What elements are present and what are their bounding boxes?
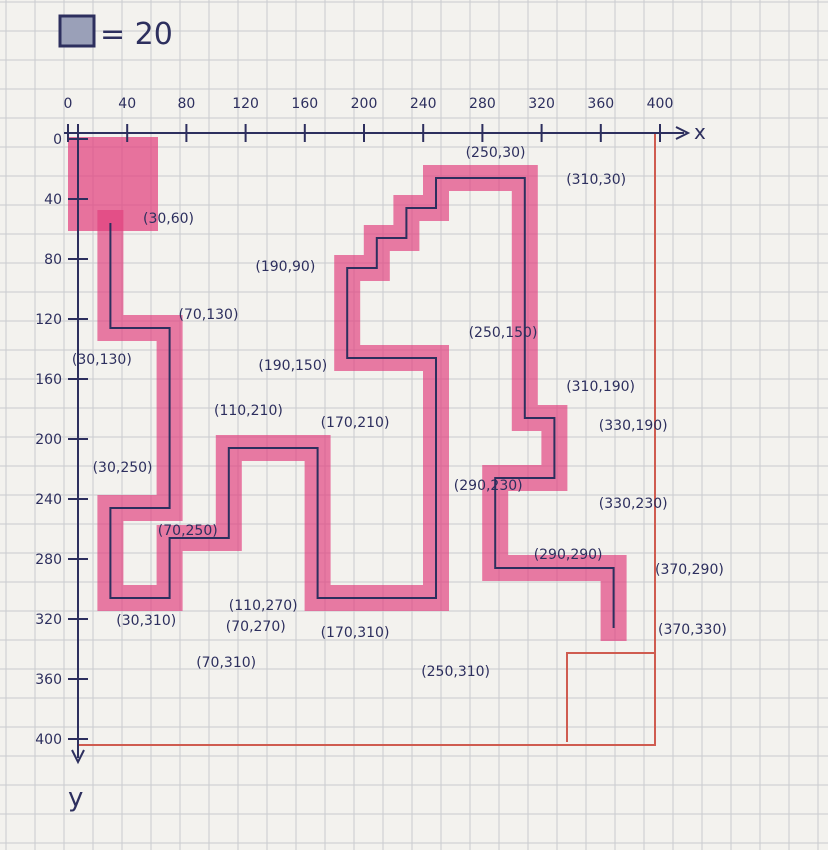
- coordinate-label: (290,290): [534, 547, 603, 563]
- legend-label: = 20: [100, 17, 173, 52]
- coordinate-label: (370,290): [655, 562, 724, 578]
- coordinate-label: (290,230): [454, 478, 523, 494]
- y-tick-label: 160: [35, 372, 62, 388]
- coordinate-label: (370,330): [658, 622, 727, 638]
- y-tick-label: 40: [44, 192, 62, 208]
- y-tick-label: 200: [35, 432, 62, 448]
- x-axis: x 0 40 80 120 160 200 240 280 320 360 400: [64, 96, 706, 144]
- y-tick-label: 80: [44, 252, 62, 268]
- x-tick-label: 240: [410, 96, 437, 112]
- coordinate-label: (250,30): [466, 145, 526, 161]
- coordinate-label: (310,30): [566, 172, 626, 188]
- x-tick-label: 0: [64, 96, 73, 112]
- x-tick-label: 200: [351, 96, 378, 112]
- coordinate-label: (70,130): [179, 307, 239, 323]
- coordinate-label: (30,130): [72, 352, 132, 368]
- coordinate-label: (330,190): [599, 418, 668, 434]
- coordinate-labels: (30,60) (70,130) (30,130) (190,90) (250,30) (…: [72, 145, 727, 680]
- y-tick-label: 0: [53, 132, 62, 148]
- coordinate-label: (110,210): [214, 403, 283, 419]
- coordinate-label: (250,150): [469, 325, 538, 341]
- path-layer: [97, 165, 627, 641]
- y-tick-label: 360: [35, 672, 62, 688]
- coordinate-label: (250,310): [421, 664, 490, 680]
- coordinate-label: (310,190): [566, 379, 635, 395]
- y-tick-label: 120: [35, 312, 62, 328]
- x-tick-label: 120: [232, 96, 259, 112]
- coordinate-label: (30,250): [93, 460, 153, 476]
- y-tick-label: 320: [35, 612, 62, 628]
- end-notch: [566, 652, 655, 742]
- coordinate-label: (170,310): [321, 625, 390, 641]
- coordinate-label: (70,250): [158, 523, 218, 539]
- legend-swatch: [58, 14, 96, 48]
- legend: = 20: [58, 14, 173, 52]
- x-tick-label: 280: [469, 96, 496, 112]
- coordinate-label: (190,90): [255, 259, 315, 275]
- path-centerline: [109, 177, 615, 628]
- x-tick-label: 360: [587, 96, 614, 112]
- x-tick-label: 320: [528, 96, 555, 112]
- y-axis-label: y: [68, 783, 83, 813]
- coordinate-label: (30,310): [116, 613, 176, 629]
- y-axis: y 0 40 80 120 160 200 240 280 320 360 400: [35, 124, 88, 813]
- coordinate-label: (170,210): [321, 415, 390, 431]
- coordinate-label: (30,60): [143, 211, 194, 227]
- coordinate-label: (110,270): [229, 598, 298, 614]
- coordinate-label: (330,230): [599, 496, 668, 512]
- x-tick-label: 400: [647, 96, 674, 112]
- y-tick-label: 400: [35, 732, 62, 748]
- coordinate-label: (70,270): [226, 619, 286, 635]
- x-tick-label: 80: [177, 96, 195, 112]
- x-axis-label: x: [694, 120, 706, 144]
- y-tick-label: 280: [35, 552, 62, 568]
- x-tick-label: 160: [291, 96, 318, 112]
- x-tick-label: 40: [118, 96, 136, 112]
- y-tick-label: 240: [35, 492, 62, 508]
- coordinate-label: (70,310): [196, 655, 256, 671]
- coordinate-label: (190,150): [258, 358, 327, 374]
